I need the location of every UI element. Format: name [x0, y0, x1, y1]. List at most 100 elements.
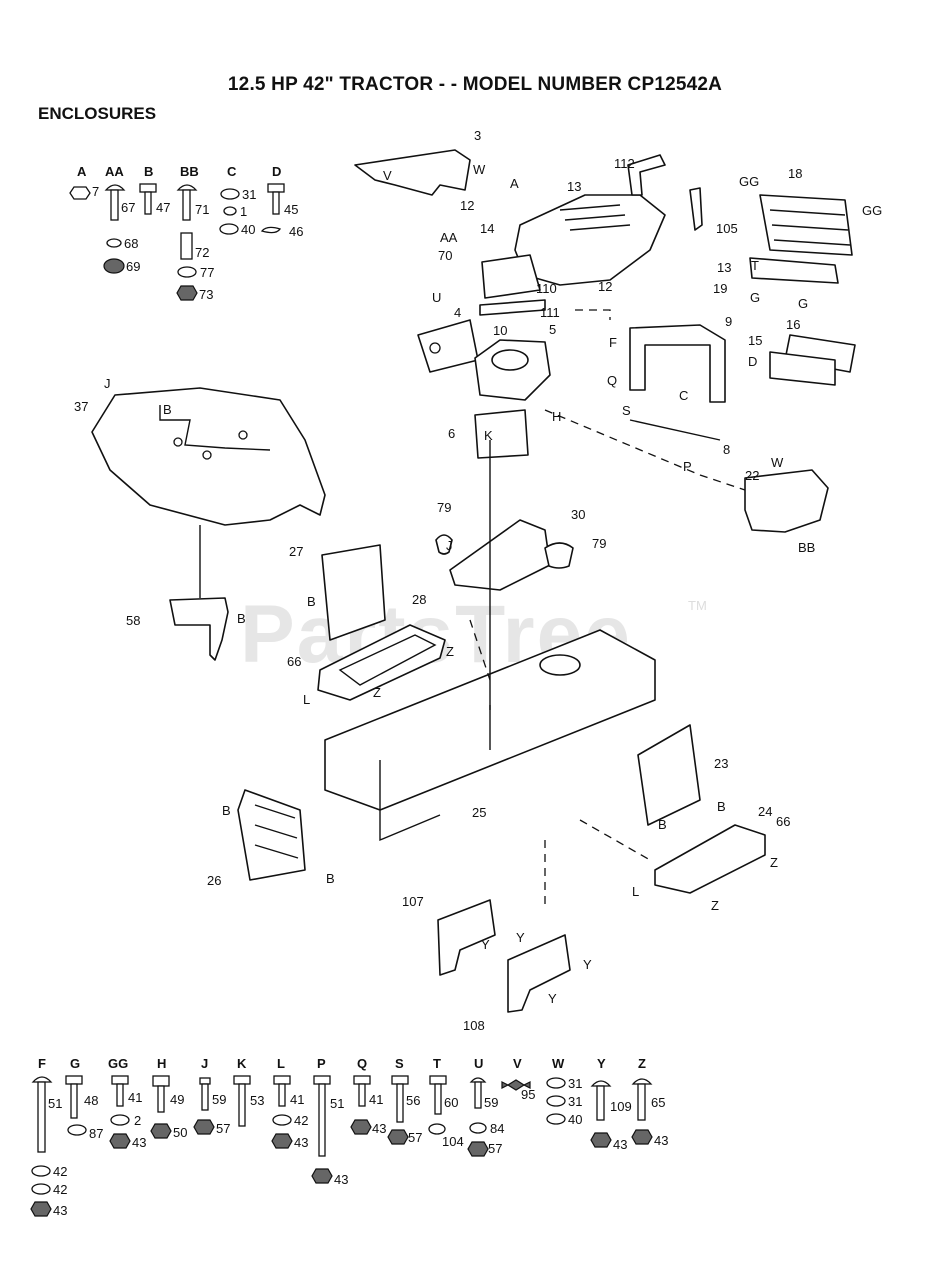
hw-part-49: 49: [170, 1092, 184, 1107]
hw-part-69: 69: [126, 259, 140, 274]
bolt-shank-icon: [238, 1083, 246, 1127]
hex-bolt-head-icon: [267, 183, 285, 193]
part-23-side-panel: [637, 724, 701, 826]
callout-Z: Z: [446, 644, 454, 659]
hw-part-43: 43: [53, 1203, 67, 1218]
shoulder-bolt-head-icon: [152, 1075, 170, 1087]
hw-letter-D: D: [272, 164, 281, 179]
hw-part-7: 7: [92, 184, 99, 199]
bolt-shank-icon: [396, 1083, 404, 1123]
washer-icon: [469, 1122, 487, 1134]
frame-edges: [379, 705, 491, 842]
hw-part-51: 51: [48, 1096, 62, 1111]
hw-part-87: 87: [89, 1126, 103, 1141]
bolt-shank-icon: [70, 1083, 78, 1119]
hex-bolt-head-icon: [139, 183, 157, 193]
bolt-shank-icon: [157, 1085, 165, 1113]
grommet-icon: [103, 258, 125, 274]
washer-icon: [31, 1183, 51, 1195]
part-26-side-panel: [237, 789, 306, 881]
assembly-line: [579, 819, 651, 861]
lock-nut-icon: [350, 1119, 372, 1135]
hw-letter-H: H: [157, 1056, 166, 1071]
hw-part-77: 77: [200, 265, 214, 280]
hw-letter-BB: BB: [180, 164, 199, 179]
hw-part-59: 59: [212, 1092, 226, 1107]
fender-panel-line: [159, 405, 271, 451]
callout-4: 4: [454, 305, 461, 320]
callout-105: 105: [716, 221, 738, 236]
lock-nut-icon: [150, 1123, 172, 1139]
hex-bolt-head-icon: [391, 1075, 409, 1085]
hw-part-41b: 41: [290, 1092, 304, 1107]
callout-25: 25: [472, 805, 486, 820]
part-15-tray: [769, 351, 836, 386]
hw-part-60: 60: [444, 1095, 458, 1110]
page-title: 12.5 HP 42" TRACTOR - - MODEL NUMBER CP1…: [227, 74, 723, 95]
washer-icon: [546, 1095, 566, 1107]
part-24-footrest: [654, 824, 766, 894]
washer-icon: [428, 1123, 446, 1135]
bolt-shank-icon: [110, 189, 119, 221]
washer-icon: [67, 1124, 87, 1136]
hex-bolt-head-icon: [273, 1075, 291, 1085]
callout-H2: GG: [862, 203, 882, 218]
hw-letter-J: J: [201, 1056, 208, 1071]
callout-24: 24: [758, 804, 772, 819]
hw-part-40: 40: [241, 222, 255, 237]
bolt-shank-icon: [474, 1081, 482, 1109]
lock-nut-icon: [387, 1129, 409, 1145]
callout-58: 58: [126, 613, 140, 628]
part-108-bracket: [507, 934, 571, 1013]
lock-nut-icon: [30, 1201, 52, 1217]
hw-part-41c: 41: [369, 1092, 383, 1107]
hex-bolt-head-icon: [111, 1075, 129, 1085]
callout-13: 13: [567, 179, 581, 194]
hw-part-31b: 31: [568, 1076, 582, 1091]
bolt-shank-icon: [637, 1083, 646, 1121]
callout-107: 107: [402, 894, 424, 909]
callout-27: 27: [289, 544, 303, 559]
hw-part-1: 1: [240, 204, 247, 219]
clip-icon: [260, 226, 282, 234]
hex-bolt-head-icon: [429, 1075, 447, 1085]
callout-BB: BB: [798, 540, 815, 555]
callout-23: 23: [714, 756, 728, 771]
hw-letter-L: L: [277, 1056, 285, 1071]
bolt-shank-icon: [434, 1083, 442, 1115]
callout-70: 70: [438, 248, 452, 263]
callout-Z2: Z: [373, 685, 381, 700]
assembly-line: [575, 309, 611, 320]
part-6-bracket: [474, 409, 529, 459]
part-3-dash-panel: [354, 149, 471, 196]
callout-Q: Q: [607, 373, 617, 388]
bolt-shank-icon: [358, 1083, 366, 1107]
part-8-rod: [629, 419, 721, 441]
hw-part-45: 45: [284, 202, 298, 217]
bolt-shank-icon: [201, 1083, 209, 1111]
callout-W: W: [473, 162, 486, 177]
callout-22: 22: [745, 468, 759, 483]
part-79-clamp: [544, 542, 574, 569]
callout-79: 79: [437, 500, 451, 515]
callout-B3: B: [237, 611, 246, 626]
callout-J: K: [484, 428, 493, 443]
part-14-hood: [514, 194, 666, 286]
callout-B7: B: [658, 817, 667, 832]
callout-16: 16: [786, 317, 800, 332]
part-28-footrest: [317, 624, 446, 701]
hw-letter-U: U: [474, 1056, 483, 1071]
callout-12: 12: [460, 198, 474, 213]
callout-108: 108: [463, 1018, 485, 1033]
panel-slots: [254, 804, 299, 859]
washer-icon: [110, 1114, 130, 1126]
hw-part-95: 95: [521, 1087, 535, 1102]
hw-letter-GG: GG: [108, 1056, 128, 1071]
hw-part-48: 48: [84, 1093, 98, 1108]
callout-66b: 66: [776, 814, 790, 829]
part-79-clamp: [435, 534, 453, 555]
hw-letter-Q: Q: [357, 1056, 367, 1071]
callout-111: 111: [540, 305, 560, 320]
callout-C: C: [679, 388, 688, 403]
